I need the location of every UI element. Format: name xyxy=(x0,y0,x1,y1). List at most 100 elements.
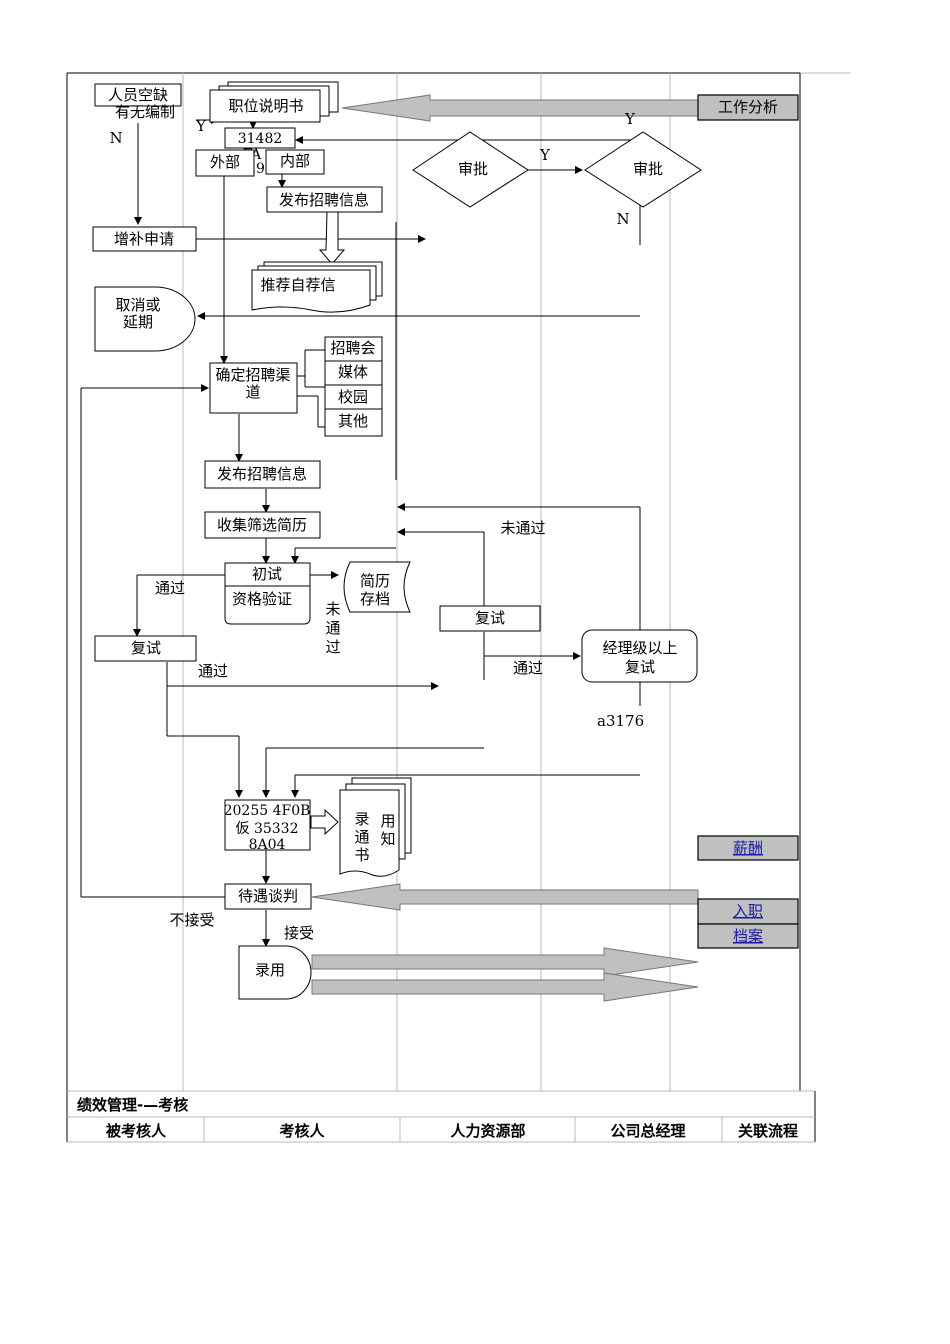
footer-table: 绩效管理-—考核 被考核人 考核人 人力资源部 公司总经理 关联流程 xyxy=(67,1090,816,1143)
link-job-analysis[interactable]: 工作分析 xyxy=(697,94,799,121)
footer-col-1: 被考核人 xyxy=(106,1122,167,1140)
footer-section-title: 绩效管理-—考核 xyxy=(77,1096,188,1114)
manager-label-2: 复试 xyxy=(625,658,655,676)
link-archive[interactable]: 档案 xyxy=(697,923,799,949)
arrow-right-hollow xyxy=(310,808,339,836)
screening-label: 收集筛选简历 xyxy=(217,516,307,534)
internal-label: 内部 xyxy=(280,152,310,170)
approval-diamond-2: 审批 xyxy=(584,131,702,208)
approval-2-label: 审批 xyxy=(633,160,663,178)
other-label: 其他 xyxy=(338,412,368,430)
manager-interview-node: 经理级以上 复试 xyxy=(581,629,698,683)
no-marker-2: N xyxy=(616,210,629,228)
passed-label-3: 通过 xyxy=(513,659,543,677)
arrow-down-hollow xyxy=(318,211,346,265)
negotiation-label: 待遇谈判 xyxy=(238,887,298,905)
cancel-label-2: 延期 xyxy=(123,313,153,331)
yes-marker-3: Y xyxy=(624,110,636,128)
cancel-node: 取消或 延期 xyxy=(94,286,196,352)
archive-link-label: 档案 xyxy=(733,927,763,945)
second-interview-left: 复试 xyxy=(94,635,197,662)
channel-node: 确定招聘渠 道 xyxy=(209,362,298,414)
publish-internal-label: 发布招聘信息 xyxy=(279,191,369,209)
publish-internal-node: 发布招聘信息 xyxy=(266,186,383,213)
arrow-hire-2 xyxy=(311,972,699,1002)
code-b-line-2: 仮 35332 xyxy=(236,821,299,837)
negotiation-node: 待遇谈判 xyxy=(224,883,312,910)
qualification-label: 资格验证 xyxy=(232,590,292,608)
arrow-hire-1 xyxy=(311,947,699,977)
job-fair-label: 招聘会 xyxy=(330,339,375,357)
job-description-label: 职位说明书 xyxy=(228,97,303,115)
media-label: 媒体 xyxy=(338,363,368,381)
job-description-doc: 职位说明书 xyxy=(209,81,339,123)
approval-1-label: 审批 xyxy=(458,160,488,178)
second-left-label: 复试 xyxy=(131,639,161,657)
arrow-job-analysis xyxy=(341,94,699,122)
yes-marker-2: Y xyxy=(539,146,551,164)
job-analysis-label: 工作分析 xyxy=(718,98,778,116)
external-label: 外部 xyxy=(210,153,240,171)
second-interview-hr: 复试 xyxy=(439,605,541,632)
recommendation-doc: 推荐自荐信 xyxy=(251,261,383,313)
footer-col-2: 考核人 xyxy=(279,1122,325,1140)
archive-label-1: 简历 xyxy=(360,572,390,590)
hired-node: 录用 xyxy=(238,945,312,1000)
code-a-label: 31482 xyxy=(238,131,283,147)
hired-label: 录用 xyxy=(255,961,285,979)
recommendation-label: 推荐自荐信 xyxy=(260,276,335,294)
yes-marker-1: Y xyxy=(195,117,207,135)
supplement-label: 增补申请 xyxy=(114,230,174,248)
cancel-label-1: 取消或 xyxy=(115,296,160,314)
first-interview-node: 初试 资格验证 xyxy=(224,562,311,625)
code-box-b: 20255 4F0B 仮 35332 8A04 xyxy=(224,799,311,853)
link-salary[interactable]: 薪酬 xyxy=(697,835,799,861)
failed-char-1: 未 xyxy=(325,600,340,618)
failed-vertical-label: 未 通 过 xyxy=(325,600,340,656)
manager-label-1: 经理级以上 xyxy=(602,639,677,657)
resume-archive-node: 简历 存档 xyxy=(343,561,411,613)
footer-col-5: 关联流程 xyxy=(738,1122,798,1140)
code-b-line-3: 8A04 xyxy=(249,837,286,853)
quota-label: 有无编制 xyxy=(115,103,175,121)
block-arrows xyxy=(310,94,699,1002)
publish-label: 发布招聘信息 xyxy=(217,465,307,483)
internal-node: 内部 xyxy=(265,149,325,175)
screening-node: 收集筛选简历 xyxy=(204,511,321,539)
salary-link-label: 薪酬 xyxy=(733,839,763,857)
code-box-a: 31482 FA 29 xyxy=(224,127,296,177)
offer-char-4: 用 xyxy=(380,812,395,830)
channel-label-2: 道 xyxy=(245,383,260,401)
approval-diamond-1: 审批 xyxy=(412,131,529,208)
failed-char-3: 过 xyxy=(325,638,340,656)
code-c-label: a3176 xyxy=(597,712,644,730)
arrow-onboarding xyxy=(311,883,699,911)
publish-node: 发布招聘信息 xyxy=(204,460,321,489)
offer-char-1: 录 xyxy=(354,810,369,828)
vacancy-node: 人员空缺 有无编制 xyxy=(94,83,182,121)
no-marker-1: N xyxy=(109,129,122,147)
failed-label: 未通过 xyxy=(500,519,545,537)
onboarding-link-label: 入职 xyxy=(733,902,763,920)
channel-label-1: 确定招聘渠 xyxy=(215,366,290,384)
campus-label: 校园 xyxy=(338,388,368,406)
failed-char-2: 通 xyxy=(325,619,340,637)
passed-label-1: 通过 xyxy=(155,579,185,597)
offer-letter-doc: 录 通 书 用 知 xyxy=(339,777,412,877)
link-onboarding[interactable]: 入职 xyxy=(697,898,799,925)
second-hr-label: 复试 xyxy=(475,609,505,627)
first-interview-label: 初试 xyxy=(252,565,282,583)
offer-char-5: 知 xyxy=(380,830,395,848)
footer-col-3: 人力资源部 xyxy=(450,1122,525,1140)
reject-label: 不接受 xyxy=(169,911,214,929)
offer-char-3: 书 xyxy=(354,846,369,864)
archive-label-2: 存档 xyxy=(360,590,390,608)
channel-options: 招聘会 媒体 校园 其他 xyxy=(324,336,383,437)
offer-char-2: 通 xyxy=(354,828,369,846)
footer-col-4: 公司总经理 xyxy=(610,1122,685,1140)
external-node: 外部 xyxy=(195,149,255,177)
vacancy-label: 人员空缺 xyxy=(108,86,168,104)
passed-label-2: 通过 xyxy=(198,662,228,680)
supplement-node: 增补申请 xyxy=(92,226,197,252)
